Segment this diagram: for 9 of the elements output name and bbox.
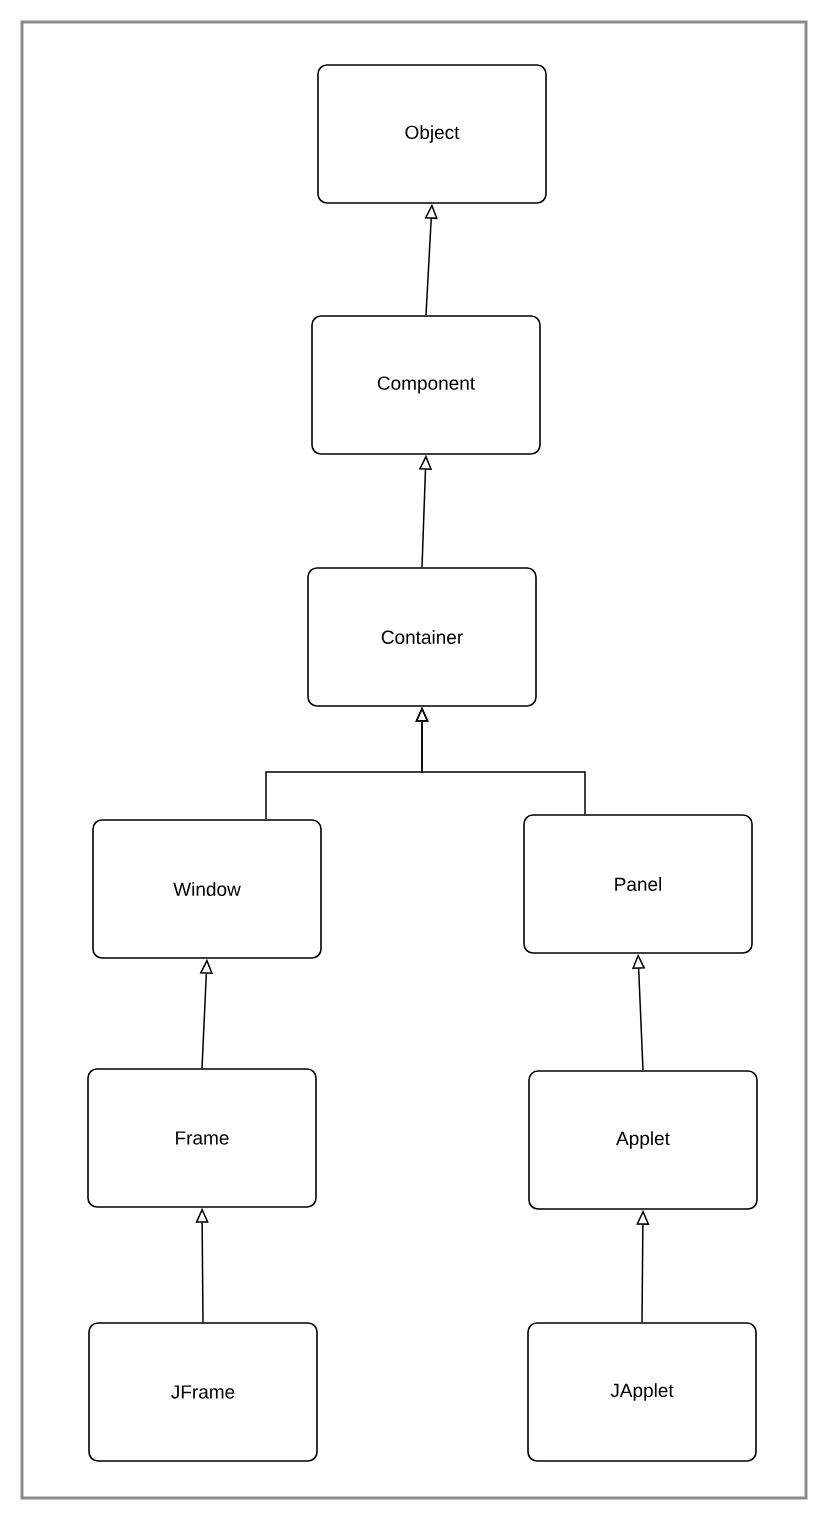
class-box: Panel <box>523 814 753 954</box>
class-box: Container <box>307 567 537 707</box>
class-box: Object <box>317 64 547 204</box>
class-box: Applet <box>528 1070 758 1210</box>
class-box: JApplet <box>527 1322 757 1462</box>
class-box: Window <box>92 819 322 959</box>
class-box: Frame <box>87 1068 317 1208</box>
class-box: JFrame <box>88 1322 318 1462</box>
class-box: Component <box>311 315 541 455</box>
